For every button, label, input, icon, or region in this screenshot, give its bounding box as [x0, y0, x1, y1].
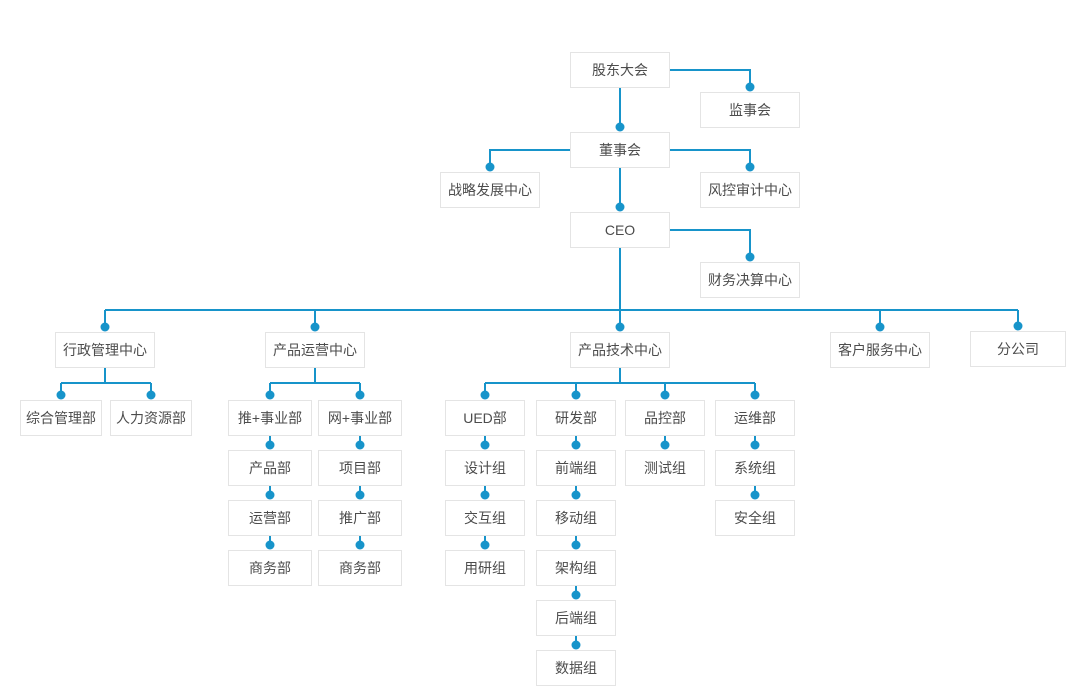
org-node-system-group[interactable]: 系统组: [715, 450, 795, 486]
org-node-architecture-group[interactable]: 架构组: [536, 550, 616, 586]
org-node-human-resources-dept[interactable]: 人力资源部: [110, 400, 192, 436]
org-node-interaction-group[interactable]: 交互组: [445, 500, 525, 536]
org-node-product-dept[interactable]: 产品部: [228, 450, 312, 486]
org-node-shareholders-meeting[interactable]: 股东大会: [570, 52, 670, 88]
org-node-admin-management-center[interactable]: 行政管理中心: [55, 332, 155, 368]
org-node-supervisory-board[interactable]: 监事会: [700, 92, 800, 128]
org-node-design-group[interactable]: 设计组: [445, 450, 525, 486]
org-node-customer-service-center[interactable]: 客户服务中心: [830, 332, 930, 368]
org-node-risk-audit-center[interactable]: 风控审计中心: [700, 172, 800, 208]
org-node-board-of-directors[interactable]: 董事会: [570, 132, 670, 168]
org-node-ceo[interactable]: CEO: [570, 212, 670, 248]
org-node-mobile-group[interactable]: 移动组: [536, 500, 616, 536]
org-node-operations-dept[interactable]: 运营部: [228, 500, 312, 536]
org-node-ued-dept[interactable]: UED部: [445, 400, 525, 436]
org-node-security-group[interactable]: 安全组: [715, 500, 795, 536]
org-node-quality-control-dept[interactable]: 品控部: [625, 400, 705, 436]
org-node-backend-group[interactable]: 后端组: [536, 600, 616, 636]
org-node-product-operations-center[interactable]: 产品运营中心: [265, 332, 365, 368]
org-node-ops-maintenance-dept[interactable]: 运维部: [715, 400, 795, 436]
org-node-frontend-group[interactable]: 前端组: [536, 450, 616, 486]
org-node-general-management-dept[interactable]: 综合管理部: [20, 400, 102, 436]
org-node-promotion-dept[interactable]: 推广部: [318, 500, 402, 536]
org-node-tui-plus-division[interactable]: 推+事业部: [228, 400, 312, 436]
org-node-project-dept[interactable]: 项目部: [318, 450, 402, 486]
org-node-business-dept-wang[interactable]: 商务部: [318, 550, 402, 586]
org-node-financial-settlement-center[interactable]: 财务决算中心: [700, 262, 800, 298]
org-node-rd-dept[interactable]: 研发部: [536, 400, 616, 436]
org-node-strategy-development-center[interactable]: 战略发展中心: [440, 172, 540, 208]
org-node-user-research-group[interactable]: 用研组: [445, 550, 525, 586]
org-node-wang-plus-division[interactable]: 网+事业部: [318, 400, 402, 436]
org-node-product-technology-center[interactable]: 产品技术中心: [570, 332, 670, 368]
org-node-business-dept-tui[interactable]: 商务部: [228, 550, 312, 586]
org-node-branch-company[interactable]: 分公司: [970, 331, 1066, 367]
org-node-data-group[interactable]: 数据组: [536, 650, 616, 686]
org-node-testing-group[interactable]: 测试组: [625, 450, 705, 486]
